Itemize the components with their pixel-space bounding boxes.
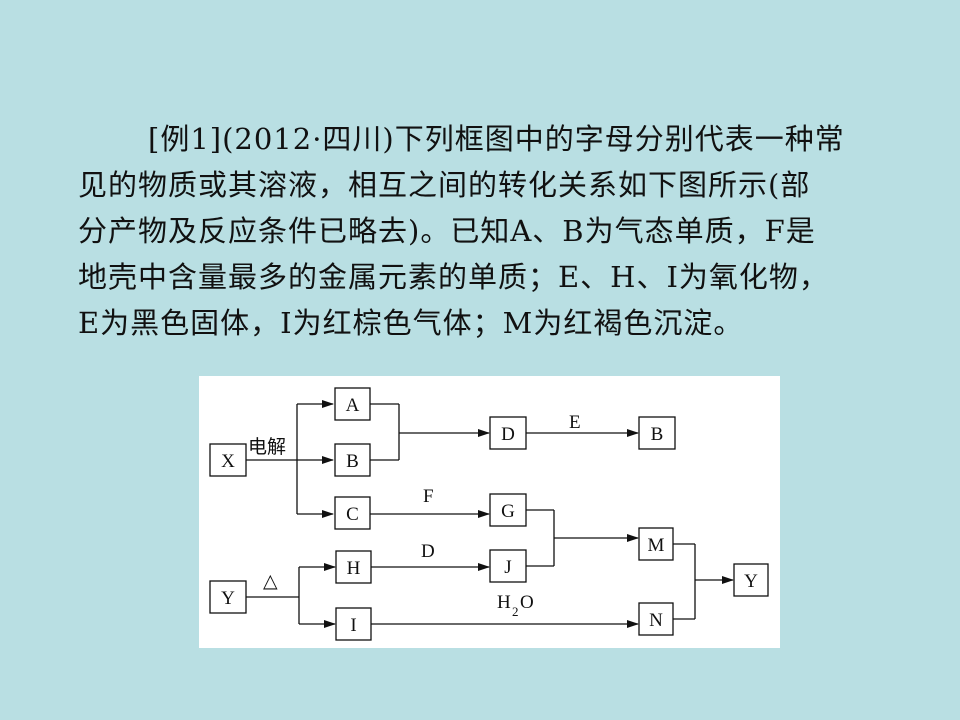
node-c: C — [334, 496, 371, 530]
node-i-label: I — [350, 615, 356, 636]
node-b-right: B — [638, 416, 676, 450]
node-a-label: A — [346, 395, 360, 416]
node-m: M — [638, 527, 674, 561]
label-water-h: H — [497, 592, 511, 613]
node-b-upper-label: B — [346, 451, 359, 472]
problem-line-1: [例1](2012·四川)下列框图中的字母分别代表一种常 — [148, 122, 845, 156]
node-y-left-label: Y — [221, 588, 235, 609]
node-h-label: H — [347, 558, 361, 579]
node-n-label: N — [649, 610, 663, 631]
reaction-diagram-svg: 电解 E F △ D H 2 O X A B — [209, 387, 769, 641]
problem-line-2: 见的物质或其溶液，相互之间的转化关系如下图所示(部 — [78, 168, 811, 202]
node-y-right-label: Y — [744, 571, 758, 592]
node-b-upper: B — [334, 443, 371, 477]
node-c-label: C — [346, 504, 359, 525]
node-d-label: D — [501, 424, 515, 445]
node-d: D — [489, 416, 527, 450]
diagram-labels: 电解 E F △ D H 2 O — [248, 412, 581, 619]
label-f: F — [423, 486, 434, 507]
problem-line-4: 地壳中含量最多的金属元素的单质；E、H、I为氧化物， — [78, 260, 829, 294]
node-n: N — [638, 602, 674, 636]
node-h: H — [335, 550, 372, 584]
node-y-left: Y — [209, 580, 247, 614]
diagram-edges — [246, 400, 734, 628]
problem-text: [例1](2012·四川)下列框图中的字母分别代表一种常 见的物质或其溶液，相互… — [78, 116, 868, 346]
label-electrolysis: 电解 — [248, 436, 286, 458]
problem-line-3: 分产物及反应条件已略去)。已知A、B为气态单质，F是 — [78, 214, 816, 248]
node-j-label: J — [504, 557, 511, 578]
diagram-nodes: X A B C D B G — [209, 387, 769, 641]
node-g-label: G — [501, 501, 515, 522]
node-y-right: Y — [733, 563, 769, 597]
node-m-label: M — [648, 535, 665, 556]
label-water-o: O — [520, 592, 534, 613]
node-x-label: X — [221, 451, 235, 472]
label-e: E — [569, 412, 581, 433]
node-x: X — [209, 443, 247, 477]
problem-line-5: E为黑色固体，I为红棕色气体；M为红褐色沉淀。 — [78, 306, 744, 340]
node-i: I — [335, 607, 372, 641]
node-g: G — [489, 493, 527, 527]
node-b-right-label: B — [651, 424, 664, 445]
label-water-sub: 2 — [512, 604, 519, 619]
node-a: A — [334, 387, 371, 421]
label-water: H 2 O — [497, 592, 534, 619]
reaction-diagram: 电解 E F △ D H 2 O X A B — [199, 376, 780, 648]
label-d: D — [421, 541, 435, 562]
label-heat: △ — [263, 571, 278, 592]
node-j: J — [489, 549, 527, 583]
